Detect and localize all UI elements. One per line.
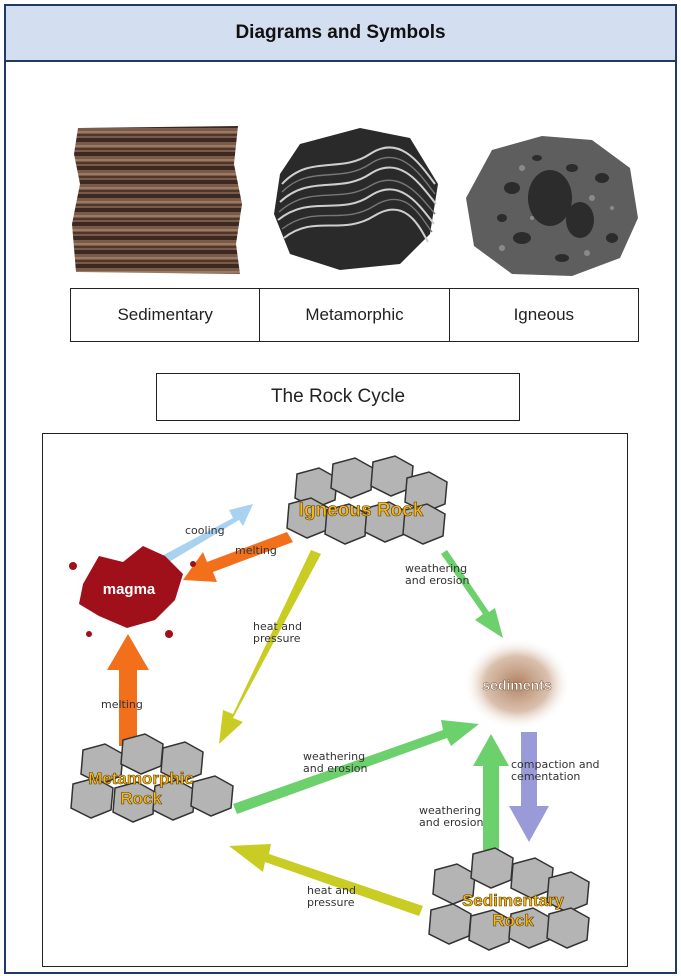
arrow-compaction — [509, 732, 549, 842]
label-sedimentary: Sedimentary — [71, 289, 260, 341]
rock-cycle-title: The Rock Cycle — [156, 373, 520, 421]
label-weathering-2b: and erosion — [303, 762, 367, 775]
label-weathering-1b: and erosion — [405, 574, 469, 587]
arrow-weathering-3 — [473, 734, 509, 850]
magma-node: magma — [69, 546, 196, 638]
magma-label: magma — [103, 581, 156, 598]
metamorphic-rock-image — [270, 124, 440, 274]
label-weathering-3b: and erosion — [419, 816, 483, 829]
rock-cycle-diagram: Igneous Rock magma sediments — [42, 433, 628, 967]
sedimentary-rock-label-2: Rock — [492, 911, 534, 930]
metamorphic-rock-label-1: Metamorphic — [88, 769, 194, 788]
label-igneous: Igneous — [450, 289, 638, 341]
igneous-rock-node: Igneous Rock — [287, 456, 447, 544]
sedimentary-rock-node: Sedimentary Rock — [429, 848, 589, 950]
arrow-heat-pressure-1 — [219, 550, 321, 744]
rock-type-labels: Sedimentary Metamorphic Igneous — [70, 288, 639, 342]
sedimentary-rock-label-1: Sedimentary — [462, 891, 565, 910]
metamorphic-rock-node: Metamorphic Rock — [71, 734, 233, 822]
label-heat-pressure-2b: pressure — [307, 896, 355, 909]
label-compaction-b: cementation — [511, 770, 580, 783]
page-title: Diagrams and Symbols — [6, 6, 675, 62]
igneous-rock-image — [462, 128, 642, 278]
sediments-node: sediments — [463, 638, 571, 730]
page-frame: Diagrams and Symbols — [4, 4, 677, 974]
label-heat-pressure-1b: pressure — [253, 632, 301, 645]
label-cooling: cooling — [185, 524, 225, 537]
arrow-melting-left — [107, 634, 149, 746]
sedimentary-rock-image — [70, 124, 246, 276]
label-melting-left: melting — [101, 698, 143, 711]
igneous-rock-label: Igneous Rock — [299, 500, 424, 521]
label-melting-top: melting — [235, 544, 277, 557]
label-metamorphic: Metamorphic — [260, 289, 449, 341]
sediments-label: sediments — [482, 677, 551, 693]
metamorphic-rock-label-2: Rock — [120, 789, 162, 808]
